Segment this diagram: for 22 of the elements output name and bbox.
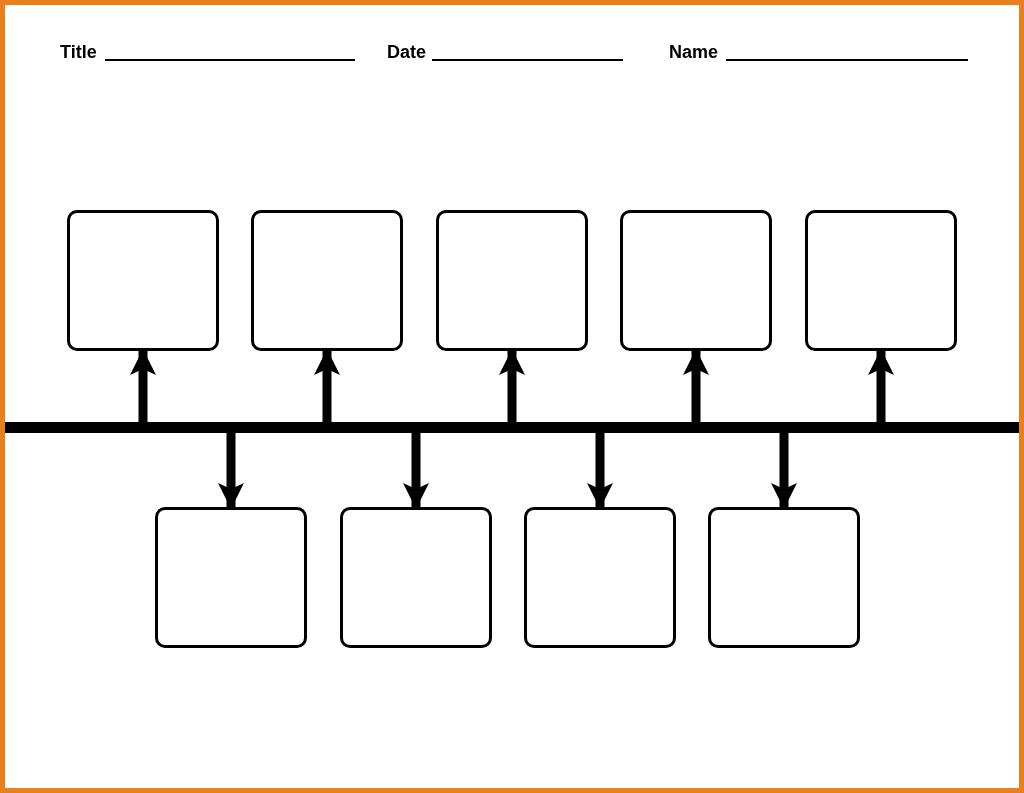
empty-box: [805, 210, 957, 351]
arrow: [218, 433, 244, 509]
empty-box: [708, 507, 860, 648]
arrow: [868, 349, 894, 422]
timeline-bar: [5, 422, 1019, 433]
arrow: [587, 433, 613, 509]
empty-box: [67, 210, 219, 351]
arrow: [499, 349, 525, 422]
empty-box: [155, 507, 307, 648]
field-label: Name: [669, 42, 719, 62]
field-label: Title: [60, 42, 97, 62]
arrow: [130, 349, 156, 422]
arrow: [403, 433, 429, 509]
empty-box: [524, 507, 676, 648]
empty-box: [436, 210, 588, 351]
arrow: [771, 433, 797, 509]
empty-box: [340, 507, 492, 648]
empty-box: [620, 210, 772, 351]
arrow: [314, 349, 340, 422]
empty-box: [251, 210, 403, 351]
field-label: Date: [387, 42, 426, 62]
arrow: [683, 349, 709, 422]
